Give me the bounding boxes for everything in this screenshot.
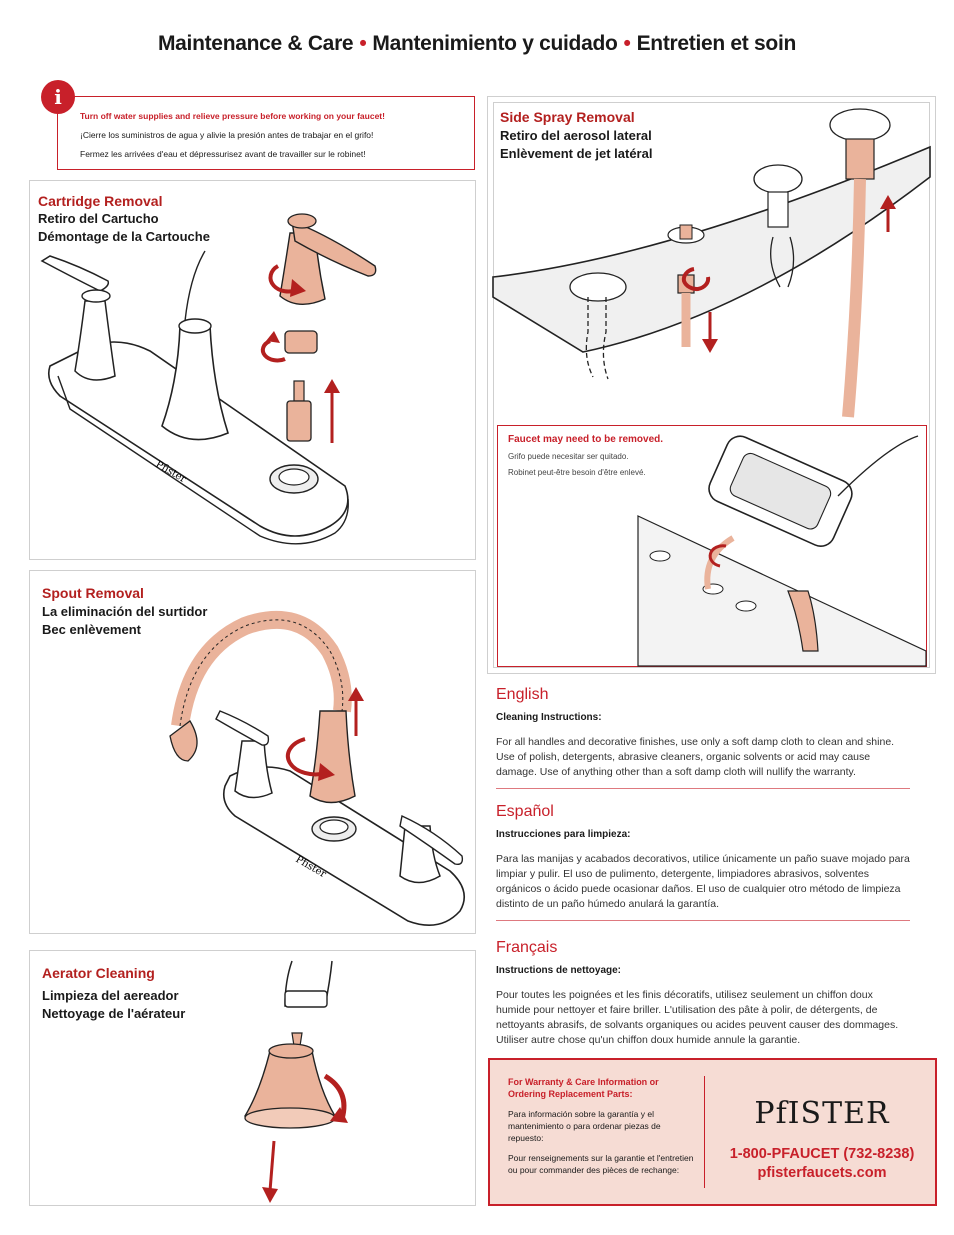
aerator-sub-fr: Nettoyage de l'aérateur [42,1006,186,1021]
title-separator: • [623,32,631,55]
divider [704,1076,705,1188]
divider [496,920,910,921]
care-sub-en: Cleaning Instructions: [496,712,602,723]
title-separator: • [359,32,367,55]
cartridge-sub-es: Retiro del Cartucho [38,211,159,226]
care-lang-en: English [496,686,549,703]
side-spray-heading: Side Spray Removal [500,109,635,125]
cartridge-removal-panel: Cartridge Removal Retiro del Cartucho Dé… [29,180,476,560]
aerator-sub-es: Limpieza del aereador [42,988,179,1003]
aerator-cleaning-panel: Aerator Cleaning Limpieza del aereador N… [29,950,476,1206]
spout-sub-es: La eliminación del surtidor [42,604,208,619]
cartridge-heading: Cartridge Removal [38,193,163,209]
spout-removal-panel: Spout Removal La eliminación del surtido… [29,570,476,934]
aerator-illustration [244,960,348,1203]
warranty-heading: For Warranty & Care Information or Order… [508,1077,659,1099]
warning-es: ¡Cierre los suministros de agua y alivie… [80,130,374,140]
warranty-fr: Pour renseignements sur la garantie et l… [508,1153,694,1175]
website-link[interactable]: pfisterfaucets.com [757,1165,887,1181]
cartridge-sub-fr: Démontage de la Cartouche [38,229,210,244]
warning-en: Turn off water supplies and relieve pres… [80,111,385,121]
title-en: Maintenance & Care [157,32,354,55]
faucet-removal-illustration [637,435,927,667]
warranty-es: Para información sobre la garantía y el … [508,1109,661,1143]
spout-heading: Spout Removal [42,585,144,601]
care-body-en: For all handles and decorative finishes,… [496,736,895,778]
warranty-box: For Warranty & Care Information or Order… [488,1058,937,1206]
spout-illustration: Pfister [169,610,466,927]
title-es: Mantenimiento y cuidado [372,32,618,55]
note-fr: Robinet peut-être besoin d'être enlevé. [508,468,646,477]
phone-number[interactable]: 1-800-PFAUCET (732-8238) [729,1146,915,1162]
care-lang-fr: Français [496,939,558,956]
cartridge-illustration: Pfister [40,213,377,545]
care-spanish: Español Instrucciones para limpieza: Par… [496,803,910,921]
care-sub-es: Instrucciones para limpieza: [496,829,631,840]
title-fr: Entretien et soin [636,32,797,55]
faucet-removal-note: Faucet may need to be removed. Grifo pue… [497,425,927,667]
aerator-heading: Aerator Cleaning [42,965,155,981]
care-sub-fr: Instructions de nettoyage: [496,965,622,976]
info-icon: i [41,80,75,114]
divider [496,788,910,789]
side-spray-illustration [492,108,931,418]
side-spray-sub-fr: Enlèvement de jet latéral [500,146,653,161]
page-title: Maintenance & Care•Mantenimiento y cuida… [0,32,954,56]
care-body-fr: Pour toutes les poignées et les finis dé… [496,989,899,1046]
side-spray-sub-es: Retiro del aerosol lateral [500,128,652,143]
care-french: Français Instructions de nettoyage: Pour… [496,939,910,1048]
note-heading: Faucet may need to be removed. [508,434,664,445]
care-body-es: Para las manijas y acabados decorativos,… [496,853,910,910]
note-es: Grifo puede necesitar ser quitado. [508,452,629,461]
safety-warning: i Turn off water supplies and relieve pr… [41,80,475,170]
care-english: English Cleaning Instructions: For all h… [496,686,910,789]
spout-sub-fr: Bec enlèvement [42,622,141,637]
warning-fr: Fermez les arrivées d'eau et dépressuris… [80,149,366,159]
pfister-logo: PfISTER [754,1096,890,1131]
care-lang-es: Español [496,803,554,820]
side-spray-frame [493,102,930,668]
